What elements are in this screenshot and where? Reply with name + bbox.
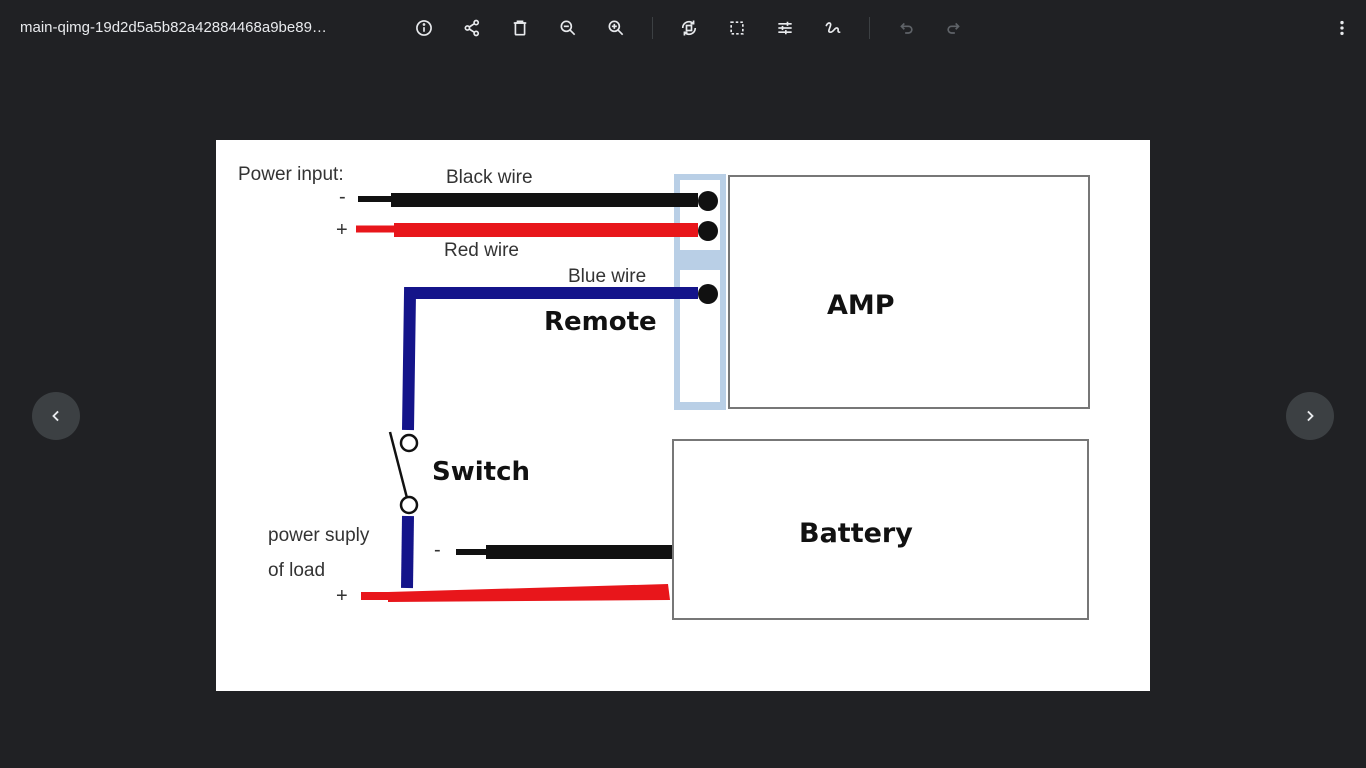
sliders-icon — [778, 21, 792, 35]
info-button[interactable] — [406, 10, 442, 46]
blue-wire — [402, 287, 698, 431]
power-input-label: Power input: — [238, 164, 344, 185]
load-plus-sign: + — [336, 585, 348, 607]
markup-button[interactable] — [815, 10, 851, 46]
terminal-strip-bar — [678, 250, 726, 270]
blue-wire-load — [401, 515, 414, 589]
more-options-button[interactable] — [1324, 10, 1360, 46]
wiring-diagram: Power input: - + Black wire Red wire Blu… — [238, 164, 1090, 620]
redo-button[interactable] — [936, 10, 972, 46]
markup-pen-icon — [825, 22, 841, 34]
adjust-button[interactable] — [767, 10, 803, 46]
info-icon — [416, 20, 432, 36]
load-label-line2: of load — [268, 560, 325, 581]
viewer-toolbar: main-qimg-19d2d5a5b82a42884468a9be89… — [0, 0, 1366, 56]
switch-contact-bottom — [399, 495, 419, 515]
black-wire-label: Black wire — [446, 167, 533, 188]
switch-contact-top — [399, 433, 419, 453]
undo-icon — [900, 22, 913, 34]
file-name: main-qimg-19d2d5a5b82a42884468a9be89… — [20, 19, 327, 36]
zoom-in-button[interactable] — [598, 10, 634, 46]
next-image-button[interactable] — [1286, 392, 1334, 440]
crop-icon — [730, 21, 744, 35]
chevron-left-icon — [52, 410, 59, 422]
amp-label: AMP — [827, 290, 895, 321]
blue-wire-label: Blue wire — [568, 266, 646, 287]
load-label-line1: power suply — [268, 525, 370, 546]
share-icon — [464, 19, 480, 37]
more-vert-icon — [1340, 20, 1344, 36]
toolbar-divider — [869, 17, 870, 39]
chevron-right-icon — [1307, 410, 1314, 422]
red-wire-label: Red wire — [444, 240, 519, 261]
red-terminal — [698, 221, 718, 241]
remote-terminal — [698, 284, 718, 304]
load-red-wire — [388, 584, 670, 602]
remote-label: Remote — [544, 307, 657, 337]
battery-label: Battery — [799, 518, 913, 549]
undo-button[interactable] — [888, 10, 924, 46]
black-terminal — [698, 191, 718, 211]
zoom-out-icon — [560, 20, 576, 36]
redo-icon — [947, 22, 960, 34]
crop-button[interactable] — [719, 10, 755, 46]
share-button[interactable] — [454, 10, 490, 46]
battery-box — [672, 439, 1089, 620]
rotate-icon — [681, 20, 697, 36]
plus-sign: + — [336, 219, 348, 241]
delete-button[interactable] — [502, 10, 538, 46]
previous-image-button[interactable] — [32, 392, 80, 440]
rotate-button[interactable] — [671, 10, 707, 46]
image-canvas: Power input: - + Black wire Red wire Blu… — [216, 140, 1150, 691]
switch-label: Switch — [432, 457, 530, 487]
switch-lever — [388, 431, 409, 499]
toolbar-divider — [652, 17, 653, 39]
amp-box — [728, 175, 1090, 409]
battery-minus-sign: - — [434, 539, 441, 561]
zoom-in-icon — [608, 20, 624, 36]
zoom-out-button[interactable] — [550, 10, 586, 46]
minus-sign: - — [339, 186, 346, 208]
trash-icon — [513, 20, 527, 36]
